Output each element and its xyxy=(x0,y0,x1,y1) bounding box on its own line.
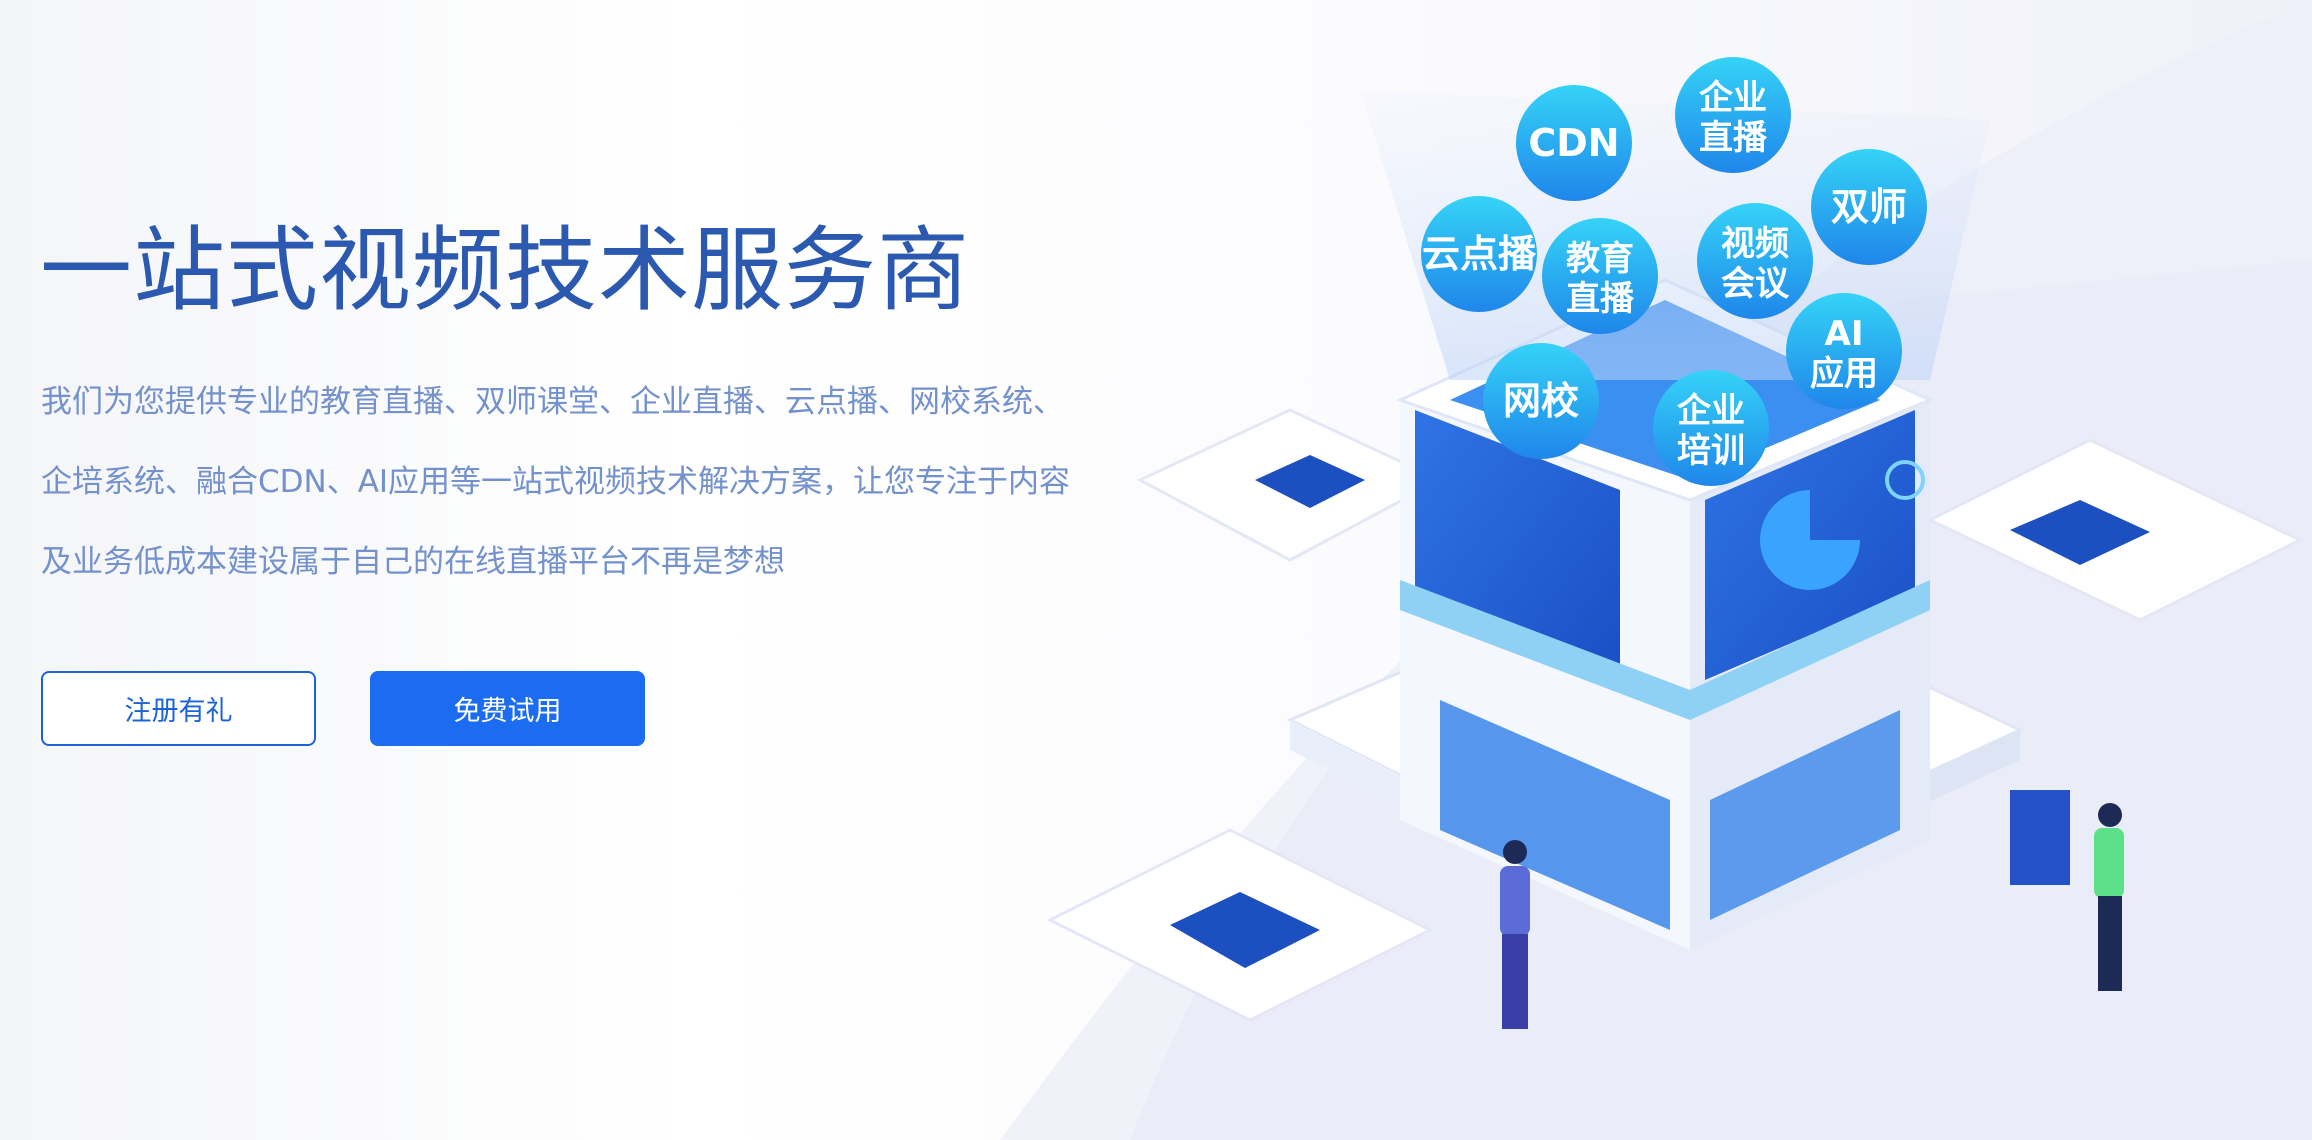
bubble-label: 直播 xyxy=(1566,279,1635,319)
service-bubble: 双师 xyxy=(1811,149,1927,265)
bubble-circle xyxy=(1542,218,1658,334)
chip-platform-bottom xyxy=(1046,828,1434,1022)
register-button[interactable]: 注册有礼 xyxy=(41,671,316,746)
service-bubble: 云点播 xyxy=(1421,196,1537,312)
bubble-circle xyxy=(1653,370,1769,486)
description-line: 企培系统、融合CDN、AI应用等一站式视频技术解决方案，让您专注于内容 xyxy=(41,464,1071,500)
service-bubble: AI应用 xyxy=(1786,293,1902,409)
bubble-label: 企业 xyxy=(1699,78,1767,118)
bubble-circle xyxy=(1483,343,1599,459)
service-bubble: 企业直播 xyxy=(1675,57,1791,173)
chip-platform-left xyxy=(1136,408,1444,562)
page-title: 一站式视频技术服务商 xyxy=(40,217,971,324)
bubble-circle xyxy=(1516,85,1632,201)
bubble-label: 应用 xyxy=(1810,354,1878,394)
bubble-circle xyxy=(1811,149,1927,265)
person-figure xyxy=(2010,790,2124,991)
person-figure xyxy=(1500,840,1530,1029)
service-bubble: 教育直播 xyxy=(1542,218,1658,334)
server-tower xyxy=(1395,278,1934,950)
service-bubble: 网校 xyxy=(1483,343,1599,459)
chip-platform-right xyxy=(1926,438,2304,622)
description-line: 我们为您提供专业的教育直播、双师课堂、企业直播、云点播、网校系统、 xyxy=(41,384,1064,420)
bubble-label: 培训 xyxy=(1677,431,1745,471)
service-bubble: CDN xyxy=(1516,85,1632,201)
bubble-label: AI xyxy=(1825,314,1864,354)
bubble-label: 云点播 xyxy=(1422,232,1537,276)
bubble-circle xyxy=(1697,203,1813,319)
bubble-label: 企业 xyxy=(1677,391,1745,431)
bubble-circle xyxy=(1786,293,1902,409)
free-trial-button[interactable]: 免费试用 xyxy=(370,671,645,746)
bubble-label: 网校 xyxy=(1503,379,1579,423)
bubble-label: 直播 xyxy=(1699,118,1768,158)
bubble-circle xyxy=(1675,57,1791,173)
description-line: 及业务低成本建设属于自己的在线直播平台不再是梦想 xyxy=(41,544,785,580)
bubble-label: CDN xyxy=(1528,121,1619,165)
bubble-label: 视频 xyxy=(1721,224,1789,264)
bubble-label: 双师 xyxy=(1831,185,1907,229)
hero-description: 我们为您提供专业的教育直播、双师课堂、企业直播、云点播、网校系统、 企培系统、融… xyxy=(41,362,1121,602)
bubble-label: 教育 xyxy=(1566,239,1634,279)
bubble-label: 会议 xyxy=(1721,264,1790,304)
bubble-circle xyxy=(1421,196,1537,312)
